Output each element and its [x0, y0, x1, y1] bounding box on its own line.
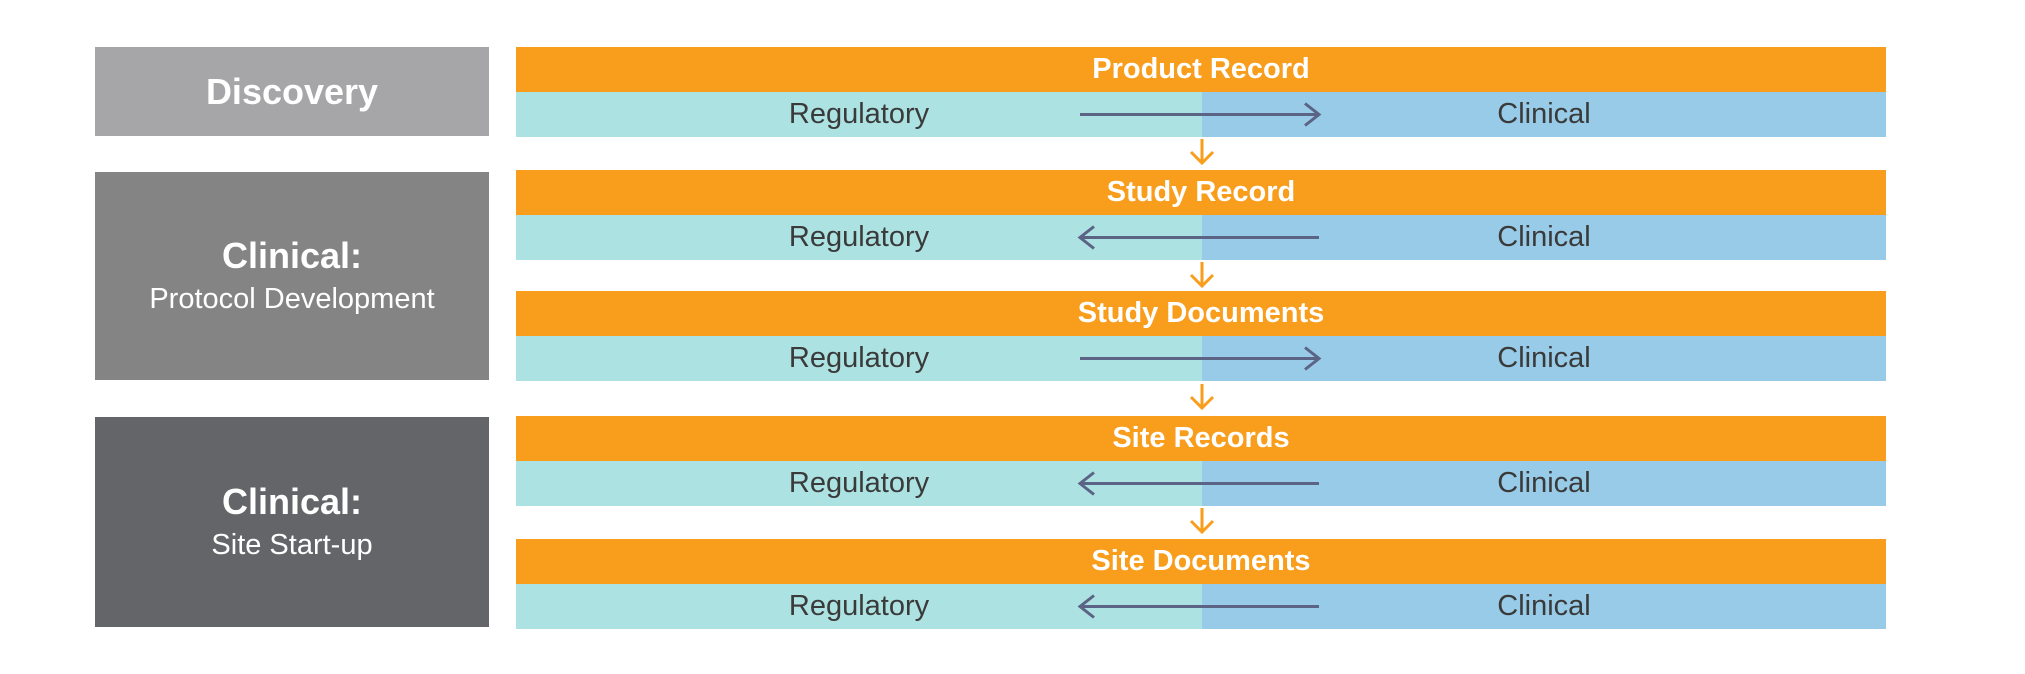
regulatory-label: Regulatory [788, 467, 930, 499]
phase-subtitle: Site Start-up [211, 529, 373, 562]
record-header: Study Documents [516, 291, 1886, 336]
phase-site-start-up: Clinical: Site Start-up [95, 417, 489, 627]
flow-arrow-icon [1080, 102, 1322, 127]
record-site-records: Site Records Regulatory Clinical [516, 416, 1886, 506]
phase-discovery: Discovery [95, 47, 489, 136]
phase-subtitle: Protocol Development [149, 283, 435, 316]
record-study-record: Study Record Regulatory Clinical [516, 170, 1886, 260]
record-header: Site Records [516, 416, 1886, 461]
record-flow-row: Regulatory Clinical [516, 92, 1886, 137]
record-flow-row: Regulatory Clinical [516, 584, 1886, 629]
regulatory-label: Regulatory [788, 221, 930, 253]
regulatory-label: Regulatory [788, 590, 930, 622]
flow-arrow-icon [1080, 346, 1322, 371]
record-header: Product Record [516, 47, 1886, 92]
record-flow-row: Regulatory Clinical [516, 336, 1886, 381]
clinical-label: Clinical [1497, 590, 1591, 622]
record-flow-row: Regulatory Clinical [516, 215, 1886, 260]
record-study-documents: Study Documents Regulatory Clinical [516, 291, 1886, 381]
clinical-label: Clinical [1497, 98, 1591, 130]
flow-arrow-icon [1077, 225, 1319, 250]
clinical-label: Clinical [1497, 467, 1591, 499]
regulatory-label: Regulatory [788, 342, 930, 374]
phase-title: Discovery [205, 70, 379, 112]
chevron-down-icon [1189, 384, 1215, 411]
chevron-down-icon [1189, 262, 1215, 289]
record-site-documents: Site Documents Regulatory Clinical [516, 539, 1886, 629]
phase-title: Clinical: [221, 481, 363, 523]
flow-arrow-icon [1077, 594, 1319, 619]
chevron-down-icon [1189, 139, 1215, 166]
record-header: Site Documents [516, 539, 1886, 584]
regulatory-label: Regulatory [788, 98, 930, 130]
clinical-label: Clinical [1497, 221, 1591, 253]
record-flow-row: Regulatory Clinical [516, 461, 1886, 506]
clinical-label: Clinical [1497, 342, 1591, 374]
record-header: Study Record [516, 170, 1886, 215]
phase-protocol-development: Clinical: Protocol Development [95, 172, 489, 380]
flow-arrow-icon [1077, 471, 1319, 496]
record-product-record: Product Record Regulatory Clinical [516, 47, 1886, 137]
chevron-down-icon [1189, 508, 1215, 535]
phase-title: Clinical: [221, 235, 363, 277]
